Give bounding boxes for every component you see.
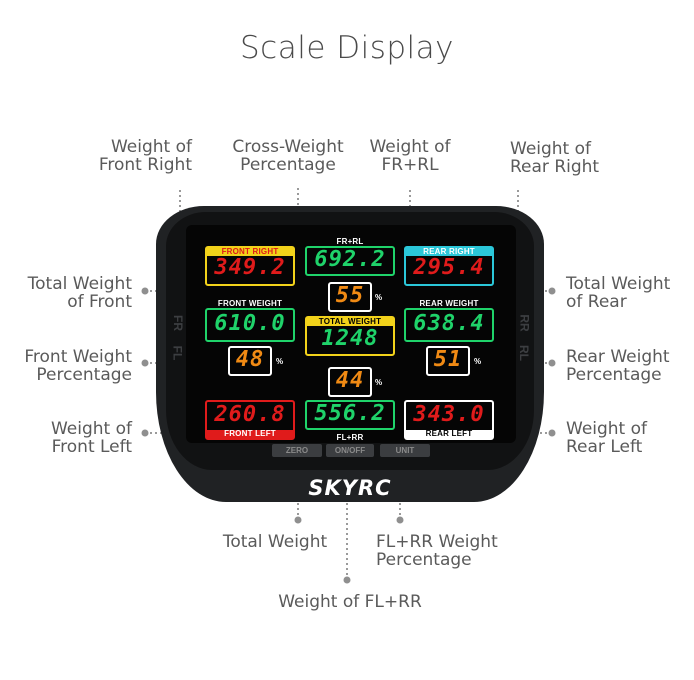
front-pct-unit: % [276,357,284,366]
cross-weight-panel [328,282,372,312]
front-left-caption: FRONT LEFT [224,429,276,438]
front-right-caption-bar [207,248,293,256]
front-pct-value: 48 [235,347,265,372]
rear-pct-value: 51 [433,347,463,372]
rear-weight-panel [404,308,494,342]
lcd-screen [186,225,516,443]
total-weight-value: 1248 [321,326,379,351]
fr-rl-caption: FR+RL [336,237,364,246]
front-weight-value: 610.0 [214,311,286,336]
front-pct-panel [228,346,272,376]
flrr-pct-unit: % [375,378,383,387]
rear-left-panel [404,400,494,440]
rear-left-caption: REAR LEFT [425,429,473,438]
brand-logo: SKYRC [308,476,392,500]
rear-right-caption: REAR RIGHT [423,247,475,256]
front-left-value: 260.8 [214,402,286,427]
rear-weight-value: 638.4 [413,311,485,336]
fl-rr-panel [305,400,395,430]
page-title: Scale Display [239,30,455,66]
front-weight-panel [205,308,295,342]
fr-rl-value: 692.2 [314,247,386,272]
total-weight-caption-bar [307,318,393,326]
front-right-value: 349.2 [214,255,286,280]
label-fl-rr: Weight of FL+RR [278,592,422,612]
flrr-pct-value: 44 [335,368,365,393]
rear-weight-caption: REAR WEIGHT [419,299,479,308]
label-total-weight: Total Weight [222,532,328,552]
onoff-button[interactable]: ON/OFF [326,444,374,457]
side-label-fl: FL [170,345,185,361]
front-right-panel [205,246,295,286]
front-right-caption: FRONT RIGHT [221,247,279,256]
total-weight-caption: TOTAL WEIGHT [318,317,382,326]
total-weight-panel [305,316,395,356]
rear-right-panel [404,246,494,286]
zero-button[interactable]: ZERO [272,444,322,457]
unit-button[interactable]: UNIT [380,444,430,457]
flrr-pct-panel [328,367,372,397]
fr-rl-panel [305,246,395,276]
front-left-panel [205,400,295,440]
cross-weight-unit: % [375,293,383,302]
rear-pct-unit: % [474,357,482,366]
fl-rr-value: 556.2 [314,401,386,426]
rear-left-value: 343.0 [413,402,485,427]
side-label-rl: RL [517,345,531,361]
front-left-caption-bar [207,430,293,438]
fl-rr-caption: FL+RR [336,433,364,442]
rear-right-caption-bar [406,248,492,256]
rear-right-value: 295.4 [413,255,485,280]
side-label-rr: RR [517,314,532,332]
side-label-fr: FR [171,315,185,331]
rear-pct-panel [426,346,470,376]
cross-weight-value: 55 [335,283,365,308]
rear-left-caption-bar [406,430,492,438]
front-weight-caption: FRONT WEIGHT [217,299,283,308]
